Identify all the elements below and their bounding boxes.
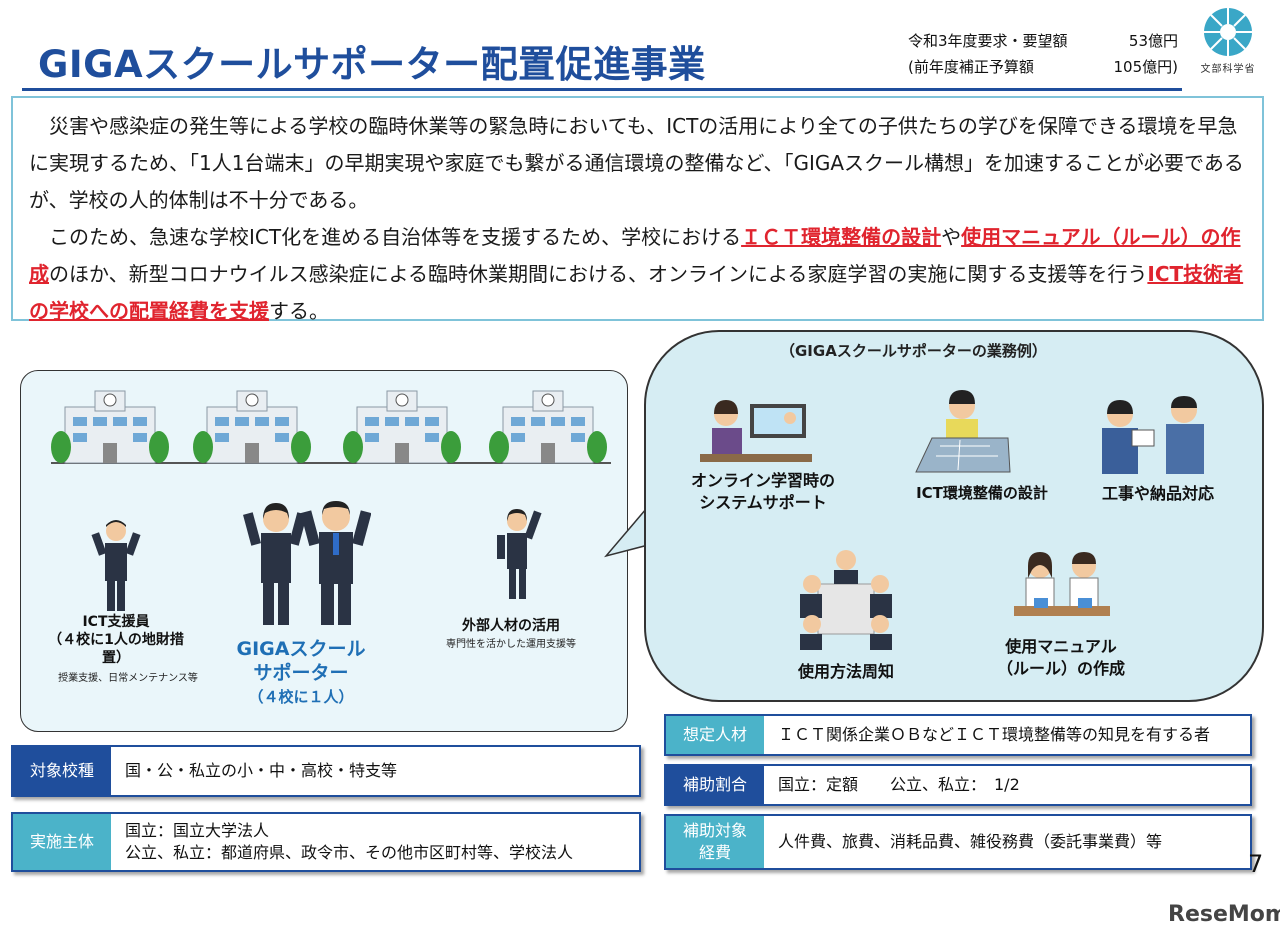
construction-delivery-caption: 工事や納品対応: [1101, 484, 1214, 503]
manual-creation-line1: 使用マニュアル: [1005, 637, 1117, 656]
budget-row-request: 令和3年度要求・要望額 53億円: [908, 28, 1178, 54]
ict-staff-ratio: （４校に1人の地財措: [48, 632, 184, 648]
expected-personnel-label: 想定人材: [666, 716, 764, 754]
external-personnel-icon: [497, 509, 542, 599]
online-support-caption: オンライン学習時の システムサポート: [668, 470, 858, 514]
mext-logo: 文部科学省: [1198, 6, 1258, 75]
page-title: GIGAスクールサポーター配置促進事業: [38, 43, 706, 86]
ict-staff-person-icon: [91, 520, 141, 611]
manual-creation-line2: （ルール）の作成: [996, 659, 1125, 678]
giga-title: GIGAスクール: [236, 638, 366, 660]
implementing-body-line2: 公立、私立：都道府県、政令市、その他市区町村等、学校法人: [125, 843, 574, 862]
implementing-body-label: 実施主体: [13, 814, 111, 870]
target-schools-value: 国・公・私立の小・中・高校・特支等: [111, 747, 397, 795]
expected-personnel-row: 想定人材 ＩＣＴ関係企業ＯＢなどＩＣＴ環境整備等の知見を有する者: [664, 714, 1252, 756]
manual-creation-caption: 使用マニュアル （ルール）の作成: [986, 636, 1136, 680]
intro-text: このため、急速な学校ICT化を進める自治体等を支援するため、学校における: [49, 225, 742, 249]
highlight-support: ICT技術者の学校への配置経費を支援: [29, 262, 1244, 323]
ict-design-caption: ICT環境整備の設計: [916, 484, 1048, 502]
watermark-logo: ReseMom: [1168, 902, 1280, 927]
budget-value: 53億円: [1128, 32, 1178, 50]
highlight-manual: 使用マニュアル（ルール）の作成: [29, 225, 1241, 286]
budget-row-previous: (前年度補正予算額 105億円): [908, 54, 1178, 80]
online-support-line2: システムサポート: [699, 493, 827, 512]
ict-design-icon: [915, 390, 1011, 473]
external-title: 外部人材の活用: [462, 618, 560, 634]
online-support-line1: オンライン学習時の: [690, 471, 835, 490]
intro-text: や: [941, 225, 962, 249]
usage-briefing-icon: [800, 550, 892, 650]
implementing-body-line1: 国立：国立大学法人: [125, 821, 270, 840]
page-number: 7: [1248, 850, 1264, 878]
ict-staff-ratio-end: 置）: [102, 650, 130, 666]
title-underline: [22, 88, 1182, 91]
intro-paragraph-2: このため、急速な学校ICT化を進める自治体等を支援するため、学校におけるＩＣＴ環…: [29, 219, 1248, 330]
work-examples-title: （GIGAスクールサポーターの業務例）: [780, 342, 1047, 360]
eligible-expenses-label-line1: 補助対象: [682, 821, 747, 840]
target-schools-label: 対象校種: [13, 747, 111, 795]
manual-creation-icon: [1014, 552, 1110, 616]
giga-subtitle: サポーター: [253, 662, 349, 684]
expected-personnel-value: ＩＣＴ関係企業ＯＢなどＩＣＴ環境整備等の知見を有する者: [764, 716, 1210, 754]
budget-box: 令和3年度要求・要望額 53億円 (前年度補正予算額 105億円): [908, 28, 1178, 80]
usage-briefing-caption: 使用方法周知: [797, 662, 894, 681]
external-note: 専門性を活かした運用支援等: [446, 639, 576, 650]
subsidy-rate-row: 補助割合 国立：定額 公立、私立： 1/2: [664, 764, 1252, 806]
eligible-expenses-value: 人件費、旅費、消耗品費、雑役務費（委託事業費）等: [764, 816, 1162, 868]
online-support-icon: [700, 400, 812, 462]
construction-delivery-icon: [1102, 396, 1204, 474]
budget-label: 令和3年度要求・要望額: [908, 32, 1068, 50]
implementing-body-value: 国立：国立大学法人 公立、私立：都道府県、政令市、その他市区町村等、学校法人: [111, 814, 573, 870]
target-schools-row: 対象校種 国・公・私立の小・中・高校・特支等: [11, 745, 641, 797]
eligible-expenses-label-line2: 経費: [698, 843, 731, 862]
work-examples-bubble: [644, 330, 1264, 702]
target-schools-text: 国・公・私立の小・中・高校・特支等: [125, 761, 398, 780]
budget-value: 105億円): [1113, 58, 1178, 76]
mext-emblem-icon: [1204, 8, 1252, 56]
ict-staff-title: ICT支援員: [82, 614, 150, 630]
giga-supporters-icon: [243, 501, 371, 625]
giga-caption: GIGAスクール サポーター （４校に１人）: [211, 637, 391, 709]
intro-text: のほか、新型コロナウイルス感染症による臨時休業期間における、オンラインによる家庭…: [49, 262, 1148, 286]
school-buildings-icon: [51, 390, 611, 464]
intro-text: する。: [269, 299, 329, 323]
logo-text: 文部科学省: [1200, 64, 1256, 75]
eligible-expenses-label: 補助対象 経費: [666, 816, 764, 868]
highlight-ict-design: ＩＣＴ環境整備の設計: [741, 225, 942, 249]
eligible-expenses-text: 人件費、旅費、消耗品費、雑役務費（委託事業費）等: [778, 832, 1163, 851]
expected-personnel-text: ＩＣＴ関係企業ＯＢなどＩＣＴ環境整備等の知見を有する者: [778, 725, 1211, 744]
implementing-body-row: 実施主体 国立：国立大学法人 公立、私立：都道府県、政令市、その他市区町村等、学…: [11, 812, 641, 872]
ict-staff-note: 授業支援、日常メンテナンス等: [58, 673, 198, 684]
intro-paragraph-1: 災害や感染症の発生等による学校の臨時休業等の緊急時においても、ICTの活用により…: [29, 114, 1244, 212]
giga-ratio: （４校に１人）: [248, 688, 354, 706]
eligible-expenses-row: 補助対象 経費 人件費、旅費、消耗品費、雑役務費（委託事業費）等: [664, 814, 1252, 870]
schools-panel: ICT支援員 （４校に1人の地財措 置） 授業支援、日常メンテナンス等 GIGA…: [20, 370, 628, 732]
subsidy-rate-text: 国立：定額 公立、私立： 1/2: [778, 775, 1020, 794]
ict-staff-caption: ICT支援員 （４校に1人の地財措 置）: [21, 613, 211, 667]
subsidy-rate-value: 国立：定額 公立、私立： 1/2: [764, 766, 1020, 804]
budget-label: (前年度補正予算額: [908, 58, 1034, 76]
subsidy-rate-label: 補助割合: [666, 766, 764, 804]
intro-box: 災害や感染症の発生等による学校の臨時休業等の緊急時においても、ICTの活用により…: [11, 96, 1264, 323]
